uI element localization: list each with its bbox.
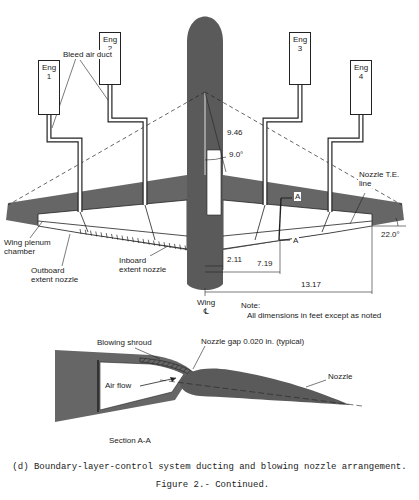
hatch-stroke <box>169 243 170 248</box>
part-label: Nozzle T.E. line <box>358 170 408 188</box>
hatch-stroke <box>180 245 181 250</box>
part-label: Nozzle <box>327 372 353 381</box>
angle-arc <box>396 218 398 226</box>
dimension: 9.46 <box>226 128 244 137</box>
nozzle-hatch <box>80 229 186 251</box>
left-plenum-cutaway <box>38 200 187 249</box>
part-label: Nozzle gap 0.020 in. (typical) <box>200 337 305 346</box>
engine-label: Eng 1 <box>40 64 58 82</box>
hatch-stroke <box>112 234 113 239</box>
plenum-duct <box>100 362 184 410</box>
part-label: Outboard extent nozzle <box>30 266 88 284</box>
hatch-stroke <box>127 236 128 241</box>
hatch-stroke <box>148 240 149 245</box>
wing-section <box>55 350 193 422</box>
hatch-stroke <box>138 238 139 243</box>
hatch-stroke <box>159 241 160 246</box>
section-arrows <box>279 198 292 240</box>
chord-line <box>160 380 362 406</box>
leader-lines <box>30 58 365 266</box>
hatch-stroke <box>164 242 165 247</box>
section-mark: A <box>292 236 299 245</box>
engine-label: Eng 3 <box>291 36 309 54</box>
centerline-label: Wing ℄ <box>193 298 219 316</box>
dimension: 13.17 <box>300 280 322 289</box>
hatch-stroke <box>185 246 186 251</box>
part-label: Inboard extent nozzle <box>118 256 170 274</box>
hatch-stroke <box>133 237 134 242</box>
right-plenum-cutaway <box>223 200 372 249</box>
hatch-stroke <box>91 231 92 236</box>
section-line <box>279 198 281 240</box>
leader-lines <box>135 346 326 387</box>
hatch-stroke <box>101 232 102 237</box>
hatch-stroke <box>175 244 176 249</box>
part-label: Air flow <box>104 381 132 390</box>
dimension: 22.0° <box>380 230 401 239</box>
hatch-stroke <box>80 229 81 234</box>
note: All dimensions in feet except as noted <box>246 311 382 320</box>
fuselage <box>187 17 223 291</box>
engine-box: Eng 4 <box>350 60 372 115</box>
flow-arrow <box>140 378 176 386</box>
plenum-lines <box>38 205 372 240</box>
engine-box: Eng 1 <box>38 60 60 115</box>
note: Note: <box>240 301 261 310</box>
engine-label: Eng 4 <box>352 64 370 82</box>
hatch-stroke <box>154 241 155 246</box>
dimension: 2.11 <box>226 255 243 264</box>
caption: (d) Boundary-layer-control system ductin… <box>4 462 415 472</box>
bleed-air-ducts <box>49 85 361 212</box>
figure-number: Figure 2.- Continued. <box>2 480 419 490</box>
hatch-stroke <box>117 235 118 240</box>
hatch-stroke <box>143 239 144 244</box>
duct-wall <box>97 360 99 412</box>
section-mark: A <box>294 192 301 201</box>
angle-line <box>205 92 226 172</box>
hatch-stroke <box>106 233 107 238</box>
angle-line <box>372 226 406 227</box>
part-label: Wing plenum chamber <box>3 238 53 256</box>
dimension: 7.19 <box>256 259 274 268</box>
hatch-stroke <box>122 236 123 241</box>
hatch-stroke <box>85 230 86 235</box>
hatch-stroke <box>96 231 97 236</box>
flap-airfoil <box>180 369 350 406</box>
dimension-lines <box>205 226 372 296</box>
part-label: Blowing shroud <box>96 338 153 347</box>
dimension: 9.0° <box>228 150 244 159</box>
engine-box: Eng 3 <box>289 32 311 85</box>
dimension-line <box>205 92 206 175</box>
part-label: Bleed air duct <box>62 50 113 59</box>
section-title: Section A-A <box>108 436 152 445</box>
blowing-shroud <box>140 358 193 374</box>
